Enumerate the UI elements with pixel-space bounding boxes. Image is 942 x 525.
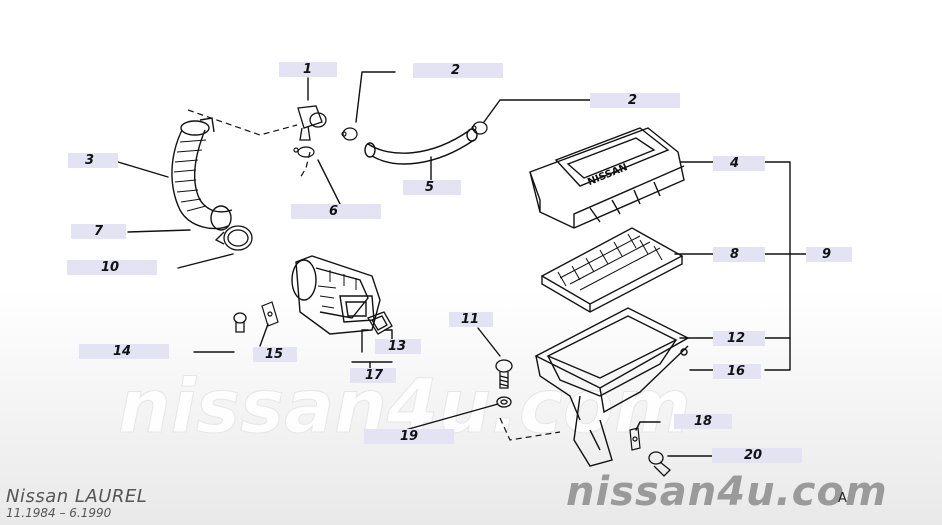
cover-lettering: NISSAN [586, 162, 629, 188]
air-flow-meter [291, 255, 381, 335]
mounting-bracket [629, 427, 641, 451]
intake-duct [171, 117, 233, 231]
callout-9: 9 [806, 247, 852, 262]
washer [496, 396, 512, 408]
callout-18: 18 [674, 414, 732, 429]
callout-3: 3 [68, 153, 118, 168]
callout-2-upper: 2 [413, 63, 503, 78]
callout-1: 1 [279, 62, 337, 77]
model-name: Nissan LAUREL [6, 486, 148, 507]
callout-20: 20 [712, 448, 802, 463]
callout-15: 15 [253, 347, 297, 362]
air-cleaner-housing [534, 307, 690, 467]
flange-gasket [261, 301, 279, 327]
callout-4: 4 [713, 156, 765, 171]
callout-10: 10 [67, 260, 157, 275]
air-filter-element [540, 227, 684, 313]
hose-clamp-left [341, 127, 358, 141]
housing-bolt [495, 359, 513, 389]
hose-clip [293, 146, 315, 158]
callout-19: 19 [364, 429, 454, 444]
section-letter: A [838, 491, 847, 506]
callout-16: 16 [713, 364, 761, 379]
watermark: nissan4u.com [118, 364, 691, 450]
callout-6: 6 [291, 204, 381, 219]
hose-clamp-right [471, 121, 488, 135]
callout-8: 8 [713, 247, 765, 262]
production-dates: 11.1984 – 6.1990 [6, 506, 112, 520]
duct-clamp [214, 225, 253, 251]
air-cleaner-cover: NISSAN [529, 127, 685, 229]
callout-12: 12 [713, 331, 765, 346]
callout-17: 17 [350, 368, 396, 383]
callout-7: 7 [71, 224, 126, 239]
flange-screw [233, 312, 247, 333]
mounting-bolt [648, 451, 671, 477]
callout-14: 14 [79, 344, 169, 359]
meter-gasket [367, 311, 393, 335]
callout-13: 13 [375, 339, 421, 354]
brand-logo: nissan4u.com [566, 469, 888, 515]
breather-hose [364, 128, 478, 165]
callout-2-right: 2 [590, 93, 680, 108]
callout-11: 11 [449, 312, 493, 327]
pcv-valve [297, 105, 327, 141]
callout-5: 5 [403, 180, 461, 195]
